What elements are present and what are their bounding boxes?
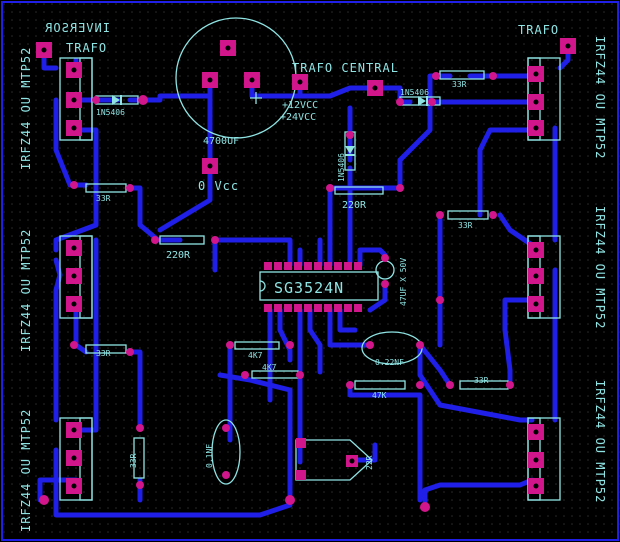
- label-33r-5: 33R: [474, 376, 489, 385]
- label-trafo-central: TRAFO CENTRAL: [292, 61, 399, 75]
- title-mirrored: INVERSOR: [44, 21, 110, 35]
- label-12vcc: +12VCC: [282, 100, 318, 111]
- label-mosfet-l1: IRFZ44 OU MTP52: [19, 47, 33, 170]
- label-trafo-left: TRAFO: [66, 41, 107, 55]
- vias: [70, 72, 514, 512]
- label-cap-47uf: 47UF X 50V: [399, 258, 408, 306]
- label-mosfet-l3: IRFZ44 OU MTP52: [19, 409, 33, 532]
- diode-symbols: [112, 95, 428, 156]
- label-trafo-right: TRAFO: [518, 23, 559, 37]
- label-pot-22r: 22R: [365, 455, 374, 470]
- label-33r-3: 33R: [452, 80, 467, 89]
- label-mosfet-r3: IRFZ44 OU MTP52: [593, 380, 607, 503]
- label-cap-4700uf: 4700UF: [203, 136, 239, 147]
- label-47k: 47K: [372, 391, 387, 400]
- label-diode-center: 1N5406: [337, 153, 346, 182]
- label-24vcc: +24VCC: [280, 112, 316, 123]
- label-mosfet-r2: IRFZ44 OU MTP52: [593, 206, 607, 329]
- label-4k7-a: 4K7: [248, 351, 263, 360]
- label-33r-4: 33R: [458, 221, 473, 230]
- label-diode-right: 1N5406: [400, 88, 429, 97]
- ic-outline: [259, 271, 379, 301]
- label-cap-022: 0.22NF: [375, 358, 404, 367]
- label-mosfet-r1: IRFZ44 OU MTP52: [593, 36, 607, 159]
- label-33r-2: 33R: [96, 349, 111, 358]
- label-4k7-b: 4K7: [262, 363, 277, 372]
- label-220r-b: 220R: [342, 200, 367, 211]
- label-mosfet-l2: IRFZ44 OU MTP52: [19, 229, 33, 352]
- label-cap-01: 0.1NF: [205, 444, 214, 468]
- label-0vcc: 0 Vcc: [198, 179, 239, 193]
- label-diode-left: 1N5406: [96, 108, 125, 117]
- label-220r-a: 220R: [166, 250, 191, 261]
- pad-holes: [41, 43, 571, 489]
- label-33r-1: 33R: [96, 194, 111, 203]
- label-33r-6: 33R: [129, 453, 138, 468]
- ic-label: SG3524N: [274, 279, 344, 297]
